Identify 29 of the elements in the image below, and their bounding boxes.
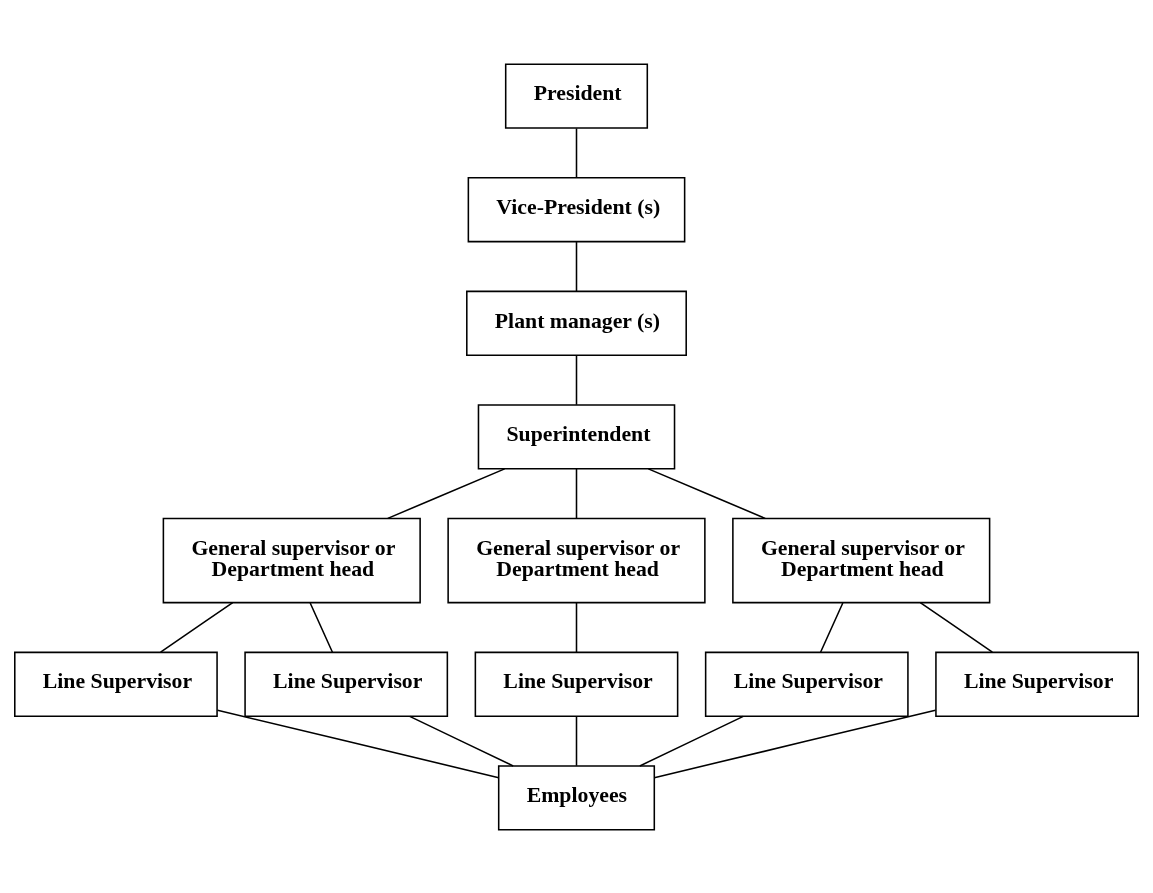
node-box: Line Supervisor: [244, 651, 449, 717]
connector: [309, 601, 334, 653]
connector: [647, 467, 766, 519]
node-box: Vice-President (s): [467, 176, 686, 242]
node-box: Superintendent: [477, 403, 676, 470]
node-box: General supervisor or Department head: [162, 517, 421, 603]
node-box: Plant manager (s): [466, 290, 687, 356]
connector: [575, 715, 578, 766]
connector: [575, 467, 578, 519]
connector: [408, 715, 514, 767]
connector: [575, 601, 578, 653]
node-box: Line Supervisor: [935, 651, 1139, 717]
connector: [216, 708, 500, 778]
node-box: General supervisor or Department head: [732, 517, 991, 603]
node-box: Line Supervisor: [14, 651, 218, 717]
connector: [639, 715, 745, 767]
connector: [159, 601, 234, 653]
node-box: President: [504, 62, 649, 129]
connector: [387, 467, 506, 519]
connector: [653, 708, 937, 778]
connector: [575, 354, 578, 405]
node-box: Employees: [497, 764, 656, 831]
connector: [575, 240, 578, 292]
connector: [819, 601, 844, 653]
node-box: General supervisor or Department head: [447, 517, 706, 603]
connector: [919, 601, 994, 653]
node-box: Line Supervisor: [704, 651, 909, 717]
node-box: Line Supervisor: [474, 651, 679, 717]
connector: [575, 127, 578, 178]
